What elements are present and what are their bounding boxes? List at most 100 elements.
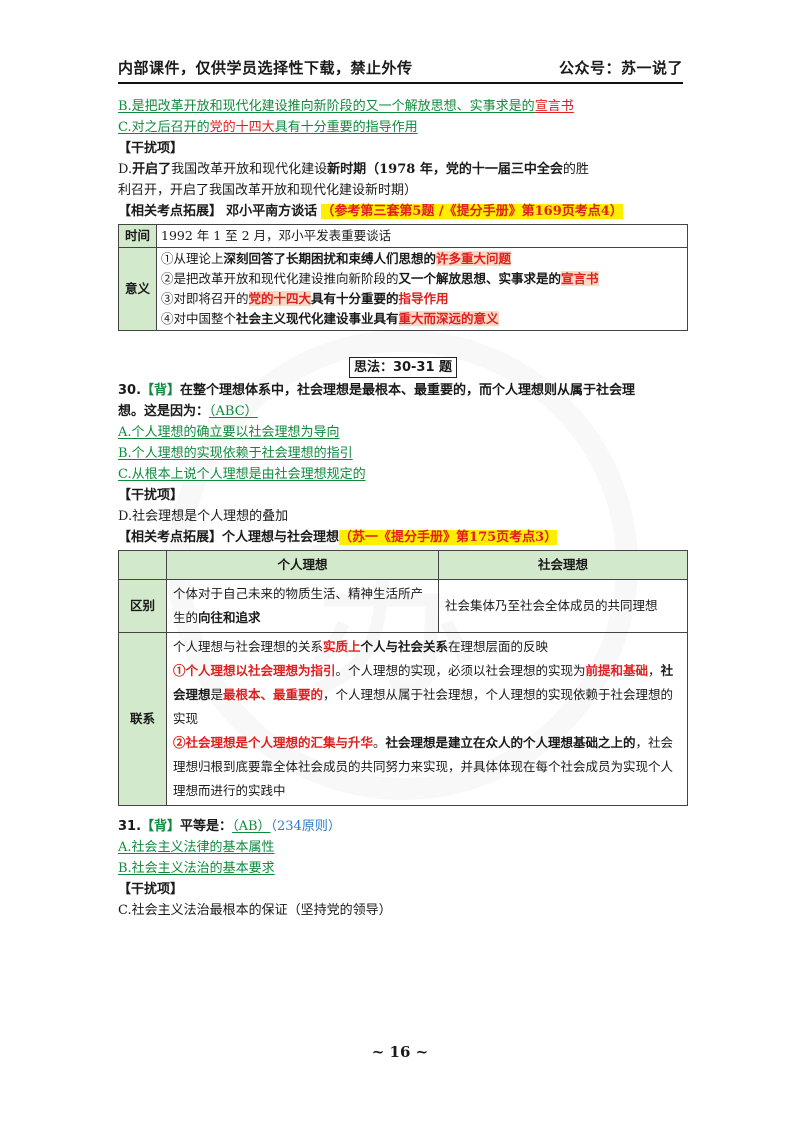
q29-extension-label: 【相关考点拓展】	[118, 204, 223, 219]
difference-personal-b: 所产生的	[173, 586, 424, 625]
q30-answer: （ABC）	[209, 404, 258, 419]
q29-extension-topic: 邓小平南方谈话	[226, 204, 318, 219]
connection-2-c: 前提和基础	[585, 663, 649, 678]
q31-note: （234原则）	[270, 819, 341, 834]
page-header: 内部课件，仅供学员选择性下载，禁止外传 公众号：苏一说了	[118, 56, 683, 84]
connection-3-c: 社会理想是建立在众人的个人理想基础之上的	[385, 735, 636, 750]
q30-option-d: D.社会理想是个人理想的叠加	[118, 509, 289, 524]
meaning-1-c: 许多重大问题	[436, 251, 512, 266]
q30-tag: 【背】	[141, 383, 181, 398]
q29-option-c-text1: C.对之后召开的	[118, 120, 210, 135]
meaning-2-b: 又一个解放思想、实事求是的	[398, 271, 562, 286]
connection-3-a: ②社会理想是个人理想的汇集与升华	[173, 735, 374, 750]
q29-option-b-text: B.是把改革开放和现代化建设推向新阶段的又一个解放思想、实事求是的	[118, 99, 535, 114]
header-social-ideal: 社会理想	[438, 550, 688, 580]
meaning-3-d: 指导作用	[398, 291, 449, 306]
meaning-4-b: 社会主义现代化建设事业具有	[236, 311, 399, 326]
connection-1-c: 个人与社会关系	[360, 639, 449, 654]
q29-option-c: C.对之后召开的党的十四大具有十分重要的指导作用	[118, 117, 688, 138]
connection-3-b: 。	[373, 735, 386, 750]
q30-number: 30.	[118, 383, 142, 398]
q29-option-d-text2: 的胜	[562, 162, 589, 177]
q29-option-c-text2: 具有十分重要的指导作用	[274, 120, 418, 135]
table-row: 联系 个人理想与社会理想的关系实质上个人与社会关系在理想层面的反映 ①个人理想以…	[118, 632, 688, 806]
header-right: 公众号：苏一说了	[558, 59, 683, 77]
meaning-3-c: 具有十分重要的	[311, 291, 399, 306]
meaning-cell: ①从理论上深刻回答了长期困扰和束缚人们思想的许多重大问题 ②是把改革开放和现代化…	[156, 247, 688, 331]
deng-south-talk-table: 时间 1992 年 1 至 2 月，邓小平发表重要谈话 意义 ①从理论上深刻回答…	[118, 224, 688, 331]
header-left: 内部课件，仅供学员选择性下载，禁止外传	[118, 59, 413, 77]
q30-option-a: A.个人理想的确立要以社会理想为导向	[118, 425, 340, 440]
q30-extension-label: 【相关考点拓展】	[118, 530, 223, 545]
meaning-label: 意义	[118, 247, 157, 331]
connection-cell: 个人理想与社会理想的关系实质上个人与社会关系在理想层面的反映 ①个人理想以社会理…	[166, 632, 688, 806]
difference-label: 区别	[118, 579, 167, 633]
connection-1-b: 实质上	[323, 639, 361, 654]
table-header-row: 个人理想 社会理想	[118, 550, 688, 580]
q30-option-c: C.从根本上说个人理想是由社会理想规定的	[118, 467, 366, 482]
q29-option-d-note: （1978 年，党的十一届三中全会	[366, 162, 563, 177]
meaning-3-b: 党的十四大	[248, 291, 312, 306]
table-row: 区别 个体对于自己未来的物质生活、精神生活所产生的向往和追求 社会集体乃至社会全…	[118, 579, 688, 633]
connection-label: 联系	[118, 632, 167, 806]
q29-option-d-keyword2: 新时期	[327, 162, 367, 177]
q30-extension-topic: 个人理想与社会理想	[222, 530, 340, 545]
section-title: 思法：30-31 题	[118, 357, 688, 378]
q29-option-d-letter: D.	[118, 162, 133, 177]
meaning-3-a: ③对即将召开的	[161, 291, 249, 306]
q29-extension: 【相关考点拓展】 邓小平南方谈话 （参考第三套第5题 /《提分手册》第169页考…	[118, 201, 688, 222]
q30-option-b: B.个人理想的实现依赖于社会理想的指引	[118, 446, 353, 461]
ideal-comparison-table: 个人理想 社会理想 区别 个体对于自己未来的物质生活、精神生活所产生的向往和追求…	[118, 550, 688, 806]
meaning-item-4: ④对中国整个社会主义现代化建设事业具有重大而深远的意义	[161, 309, 683, 329]
connection-2-d: ，	[648, 663, 661, 678]
q29-extension-ref: （参考第三套第5题 /《提分手册》第169页考点4）	[321, 204, 623, 219]
meaning-4-a: ④对中国整个	[161, 311, 237, 326]
q29-option-d: D.开启了我国改革开放和现代化建设新时期（1978 年，党的十一届三中全会的胜 …	[118, 159, 688, 201]
q31-option-b: B.社会主义法治的基本要求	[118, 861, 275, 876]
q31-stem: 31.【背】平等是：（AB）（234原则）	[118, 816, 688, 837]
q30-extension-ref: （苏一《提分手册》第175页考点3）	[339, 530, 558, 545]
meaning-4-c: 重大而深远的意义	[398, 311, 499, 326]
q29-option-b-keyword: 宣言书	[534, 99, 574, 114]
q30-stem-2: 想。这是因为：	[118, 404, 210, 419]
q31-tag: 【背】	[141, 819, 181, 834]
q31-distractor-label: 【干扰项】	[118, 882, 184, 897]
meaning-1-b: 深刻回答了长期困扰和束缚人们思想的	[223, 251, 437, 266]
q30-stem-1: 在整个理想体系中，社会理想是最根本、最重要的，而个人理想则从属于社会理	[180, 383, 636, 398]
connection-1-d: 在理想层面的反映	[448, 639, 549, 654]
q29-option-b: B.是把改革开放和现代化建设推向新阶段的又一个解放思想、实事求是的宣言书	[118, 96, 688, 117]
connection-2-h: ，个人理想从属于社会理想，个人理想的实现依赖于社会理想的实现	[173, 687, 674, 726]
meaning-item-2: ②是把改革开放和现代化建设推向新阶段的又一个解放思想、实事求是的宣言书	[161, 269, 683, 289]
connection-2-f: 是	[210, 687, 224, 702]
difference-social: 社会集体乃至社会全体成员的共同理想	[438, 579, 688, 633]
q31-option-a: A.社会主义法律的基本属性	[118, 840, 275, 855]
connection-3-d: ，社会理想归根到底要靠全体社会成员的共同努力来实现，并具体体现在每个社会成员为实…	[173, 735, 674, 798]
q30-extension: 【相关考点拓展】个人理想与社会理想（苏一《提分手册》第175页考点3）	[118, 527, 688, 548]
meaning-item-1: ①从理论上深刻回答了长期困扰和束缚人们思想的许多重大问题	[161, 249, 683, 269]
q31-number: 31.	[118, 819, 142, 834]
q29-option-d-keyword1: 开启了	[132, 162, 172, 177]
difference-personal-c: 向往和追求	[198, 610, 261, 625]
connection-2-g: 最根本、最重要的	[223, 687, 324, 702]
q31-stem-text: 平等是：	[180, 819, 233, 834]
difference-personal-a: 个体对于自己未来的物质生活、精神生活	[173, 586, 399, 601]
connection-2-b: 。个人理想的实现，必须以社会理想的实现为	[335, 663, 586, 678]
q29-option-d-text3: 利召开，开启了我国改革开放和现代化建设新时期）	[118, 183, 418, 198]
q29-distractor-label: 【干扰项】	[118, 141, 184, 156]
q29-option-c-keyword: 党的十四大	[209, 120, 275, 135]
q29-option-d-text1: 我国改革开放和现代化建设	[171, 162, 328, 177]
q30-stem: 30.【背】在整个理想体系中，社会理想是最根本、最重要的，而个人理想则从属于社会…	[118, 380, 688, 422]
meaning-2-c: 宣言书	[561, 271, 599, 286]
time-label: 时间	[118, 224, 157, 248]
page-content: B.是把改革开放和现代化建设推向新阶段的又一个解放思想、实事求是的宣言书 C.对…	[118, 96, 688, 921]
table-row: 意义 ①从理论上深刻回答了长期困扰和束缚人们思想的许多重大问题 ②是把改革开放和…	[118, 247, 688, 331]
page-number: ~ 16 ~	[371, 1043, 429, 1061]
q30-distractor-label: 【干扰项】	[118, 488, 184, 503]
connection-line-1: 个人理想与社会理想的关系实质上个人与社会关系在理想层面的反映	[173, 635, 681, 659]
header-personal-ideal: 个人理想	[166, 550, 439, 580]
table-row: 时间 1992 年 1 至 2 月，邓小平发表重要谈话	[118, 224, 688, 248]
section-title-text: 思法：30-31 题	[348, 357, 458, 378]
connection-2-a: ①个人理想以社会理想为指引	[173, 663, 336, 678]
connection-line-3: ②社会理想是个人理想的汇集与升华。社会理想是建立在众人的个人理想基础之上的，社会…	[173, 731, 681, 803]
meaning-1-a: ①从理论上	[161, 251, 224, 266]
